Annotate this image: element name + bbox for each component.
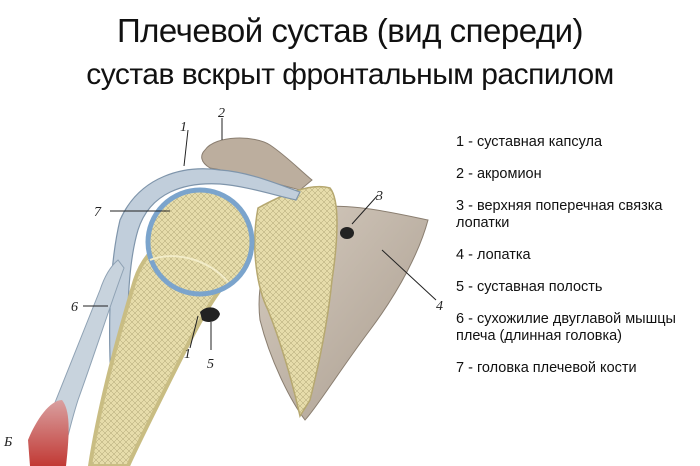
label-4: 4 [436, 299, 443, 314]
legend-item-6: 6 - сухожилие двуглавой мышцы плеча (дли… [456, 311, 676, 344]
label-3: 3 [375, 189, 383, 204]
joint-cavity [200, 307, 220, 322]
panel-label: Б [3, 435, 12, 450]
legend-item-4: 4 - лопатка [456, 247, 531, 263]
shoulder-joint-illustration: 1 2 3 4 7 6 1 5 Б [3, 106, 443, 466]
label-1-top: 1 [180, 120, 187, 135]
legend-item-5: 5 - суставная полость [456, 279, 603, 295]
suprascapular-notch [340, 227, 354, 239]
label-6: 6 [71, 300, 78, 315]
legend-item-3: 3 - верхняя поперечная связка лопатки [456, 198, 663, 231]
label-7: 7 [94, 205, 102, 220]
humeral-head [145, 187, 255, 297]
biceps-muscle [28, 400, 69, 466]
label-5: 5 [207, 357, 214, 372]
label-1-bottom: 1 [184, 347, 191, 362]
label-2: 2 [218, 106, 225, 121]
glenoid-section [253, 185, 338, 418]
legend: 1 - суставная капсула 2 - акромион 3 - в… [456, 134, 696, 392]
diagram-subtitle: сустав вскрыт фронтальным распилом [86, 58, 614, 91]
legend-item-7: 7 - головка плечевой кости [456, 360, 637, 376]
legend-item-2: 2 - акромион [456, 166, 542, 182]
diagram-title: Плечевой сустав (вид спереди) [116, 12, 584, 49]
legend-item-1: 1 - суставная капсула [456, 134, 603, 150]
